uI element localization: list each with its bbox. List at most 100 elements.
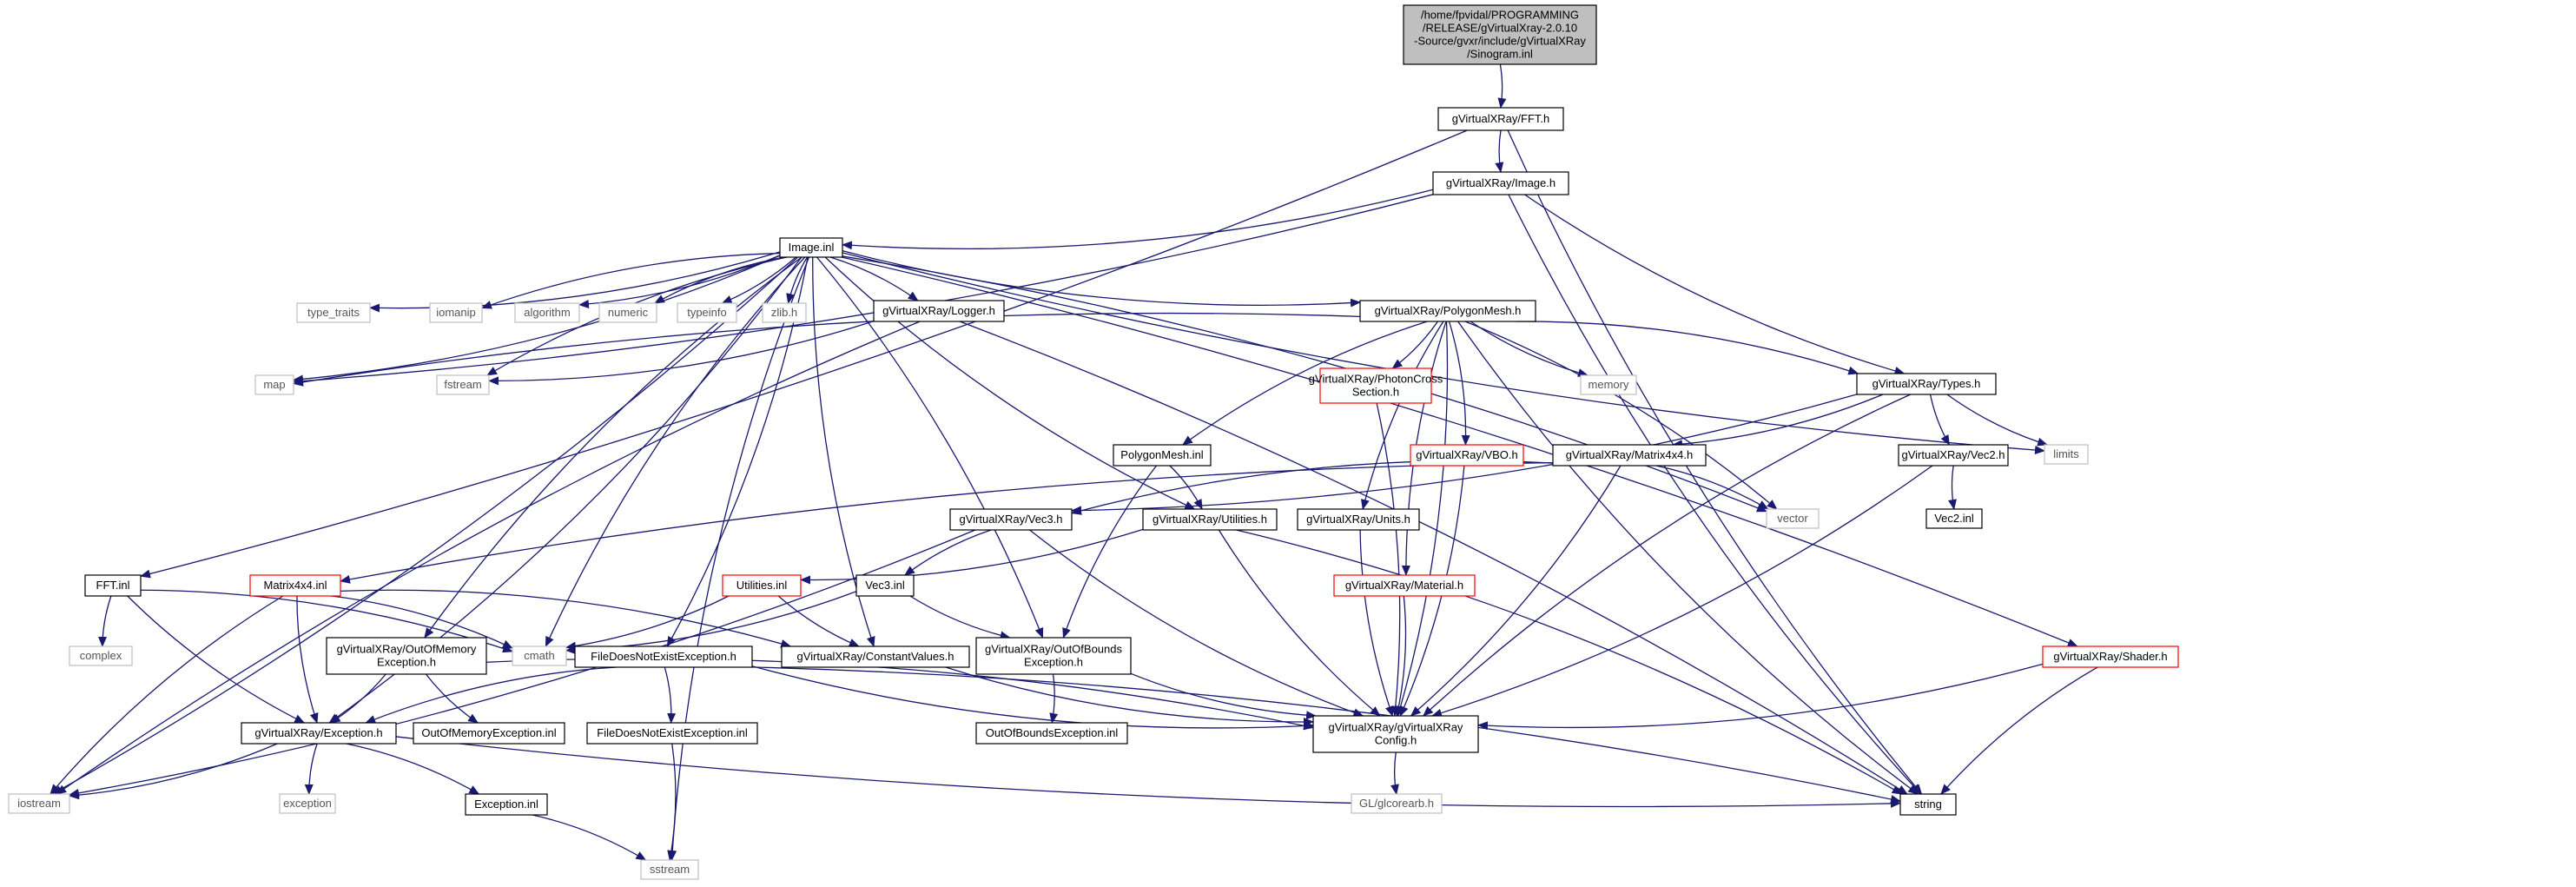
- node-image_inl[interactable]: Image.inl: [779, 237, 843, 258]
- node-box-polymesh_h: [1359, 300, 1536, 322]
- node-box-exception_h: [241, 722, 397, 745]
- node-box-zlib: [762, 302, 807, 323]
- node-box-oob_h: [975, 637, 1132, 675]
- edge-image_h-to-types_h: [1524, 194, 1906, 375]
- node-vec3_h[interactable]: gVirtualXRay/Vec3.h: [949, 508, 1073, 531]
- node-label: Image.inl: [789, 241, 835, 254]
- edge-matrix_h-to-vector: [1655, 465, 1769, 510]
- node-label: gVirtualXRay/VBO.h: [1416, 448, 1518, 461]
- edge-utilities_h-to-string: [1236, 529, 1903, 795]
- edge-utilities_h-to-config: [1218, 529, 1381, 717]
- node-map: map: [254, 374, 294, 395]
- edge-image_inl-to-zlib: [786, 256, 809, 304]
- edge-constants-to-config: [945, 666, 1314, 727]
- node-constants[interactable]: gVirtualXRay/ConstantValues.h: [781, 645, 970, 668]
- node-label: gVirtualXRay/Matrix4x4.h: [1566, 448, 1693, 461]
- node-fdne_inl[interactable]: FileDoesNotExistException.inl: [586, 722, 758, 745]
- node-logger[interactable]: gVirtualXRay/Logger.h: [873, 300, 1005, 322]
- node-box-fft_h: [1437, 107, 1564, 131]
- node-label: gVirtualXRay/Vec2.h: [1902, 448, 2005, 461]
- edge-utilities_h-to-utilities_inl: [800, 528, 1144, 585]
- node-vbo[interactable]: gVirtualXRay/VBO.h: [1410, 444, 1524, 467]
- node-fft_inl[interactable]: FFT.inl: [84, 574, 142, 597]
- edge-fft_inl-to-cmath: [140, 589, 513, 653]
- node-image_h[interactable]: gVirtualXRay/Image.h: [1432, 171, 1569, 195]
- edge-image_inl-to-polymesh_h: [842, 249, 1361, 308]
- node-fdne_h[interactable]: FileDoesNotExistException.h: [574, 645, 753, 668]
- node-label: FileDoesNotExistException.h: [591, 650, 736, 663]
- edge-matrix_inl-to-cmath: [331, 595, 513, 649]
- node-label: OutOfMemoryException.inl: [421, 726, 556, 739]
- node-exception_h[interactable]: gVirtualXRay/Exception.h: [241, 722, 397, 745]
- node-label: PolygonMesh.inl: [1120, 448, 1203, 461]
- node-label: gVirtualXRay/gVirtualXRay: [1329, 721, 1463, 734]
- edge-shader-to-string: [1940, 666, 2098, 795]
- node-units[interactable]: gVirtualXRay/Units.h: [1297, 508, 1420, 531]
- node-box-matrix_h: [1552, 444, 1707, 467]
- edge-matrix_h-to-config: [1410, 465, 1622, 717]
- node-utilities_h[interactable]: gVirtualXRay/Utilities.h: [1142, 508, 1278, 531]
- edge-units-to-config: [1359, 529, 1394, 717]
- node-root[interactable]: /home/fpvidal/PROGRAMMING/RELEASE/gVirtu…: [1403, 4, 1597, 65]
- edge-polymesh_h-to-types_h: [1516, 321, 1859, 375]
- node-shader[interactable]: gVirtualXRay/Shader.h: [2042, 645, 2179, 668]
- edge-image_h-to-image_inl: [842, 189, 1434, 250]
- node-oob_h[interactable]: gVirtualXRay/OutOfBoundsException.h: [975, 637, 1132, 675]
- node-material[interactable]: gVirtualXRay/Material.h: [1333, 574, 1476, 597]
- node-exception_inl[interactable]: Exception.inl: [465, 793, 548, 816]
- node-label: gVirtualXRay/ConstantValues.h: [797, 650, 954, 663]
- node-box-polymesh_inl: [1113, 444, 1212, 467]
- node-oom_h[interactable]: gVirtualXRay/OutOfMemoryException.h: [326, 637, 487, 675]
- node-label: fstream: [444, 378, 481, 391]
- node-iostream: iostream: [8, 793, 70, 814]
- node-box-vec2_inl: [1925, 508, 1983, 529]
- node-oob_inl[interactable]: OutOfBoundsException.inl: [975, 722, 1128, 745]
- node-box-numeric: [598, 302, 657, 323]
- edge-oom_h-to-oom_inl: [425, 673, 479, 724]
- node-polymesh_inl[interactable]: PolygonMesh.inl: [1113, 444, 1212, 467]
- node-label: algorithm: [524, 306, 570, 319]
- node-label: FileDoesNotExistException.inl: [597, 726, 748, 739]
- node-box-fft_inl: [84, 574, 142, 597]
- edge-fft_h-to-image_h: [1495, 129, 1504, 173]
- node-box-vec3_h: [949, 508, 1073, 531]
- node-complex: complex: [69, 645, 133, 666]
- edge-polymesh_h-to-map: [293, 312, 1361, 387]
- node-box-oob_inl: [975, 722, 1128, 745]
- node-box-vbo: [1410, 444, 1524, 467]
- edge-root-to-fft_h: [1497, 63, 1507, 109]
- node-utilities_inl[interactable]: Utilities.inl: [722, 574, 802, 597]
- node-exception_std: exception: [279, 793, 336, 814]
- node-vec3_inl[interactable]: Vec3.inl: [855, 574, 915, 597]
- node-label: gVirtualXRay/Units.h: [1306, 513, 1410, 526]
- node-matrix_inl[interactable]: Matrix4x4.inl: [249, 574, 341, 597]
- edge-vec3_h-to-iostream: [69, 529, 976, 798]
- edge-polymesh_inl-to-utilities_h: [1169, 465, 1203, 510]
- node-fft_h[interactable]: gVirtualXRay/FFT.h: [1437, 107, 1564, 131]
- node-box-root: [1403, 4, 1597, 65]
- node-label: gVirtualXRay/OutOfMemory: [337, 643, 477, 656]
- node-label: complex: [80, 649, 122, 662]
- node-label: gVirtualXRay/Vec3.h: [960, 513, 1063, 526]
- node-box-algorithm: [514, 302, 580, 323]
- edge-fdne_h-to-fdne_inl: [664, 666, 677, 724]
- node-types_h[interactable]: gVirtualXRay/Types.h: [1856, 373, 1997, 395]
- node-fstream: fstream: [436, 374, 490, 395]
- node-label: map: [263, 378, 285, 391]
- node-vec2_h[interactable]: gVirtualXRay/Vec2.h: [1898, 444, 2009, 467]
- node-box-vec3_inl: [855, 574, 915, 597]
- node-box-iomanip: [429, 302, 483, 323]
- node-memory: memory: [1580, 374, 1637, 395]
- node-string[interactable]: string: [1899, 793, 1957, 816]
- edge-matrix_h-to-matrix_inl: [340, 461, 1554, 584]
- node-oom_inl[interactable]: OutOfMemoryException.inl: [413, 722, 565, 745]
- edge-logger-to-fstream: [488, 321, 875, 386]
- node-label: OutOfBoundsException.inl: [986, 726, 1119, 739]
- edge-fft_h-to-fft_inl: [140, 129, 1468, 579]
- node-matrix_h[interactable]: gVirtualXRay/Matrix4x4.h: [1552, 444, 1707, 467]
- node-vec2_inl[interactable]: Vec2.inl: [1925, 508, 1983, 529]
- node-polymesh_h[interactable]: gVirtualXRay/PolygonMesh.h: [1359, 300, 1536, 322]
- node-label: type_traits: [307, 306, 360, 319]
